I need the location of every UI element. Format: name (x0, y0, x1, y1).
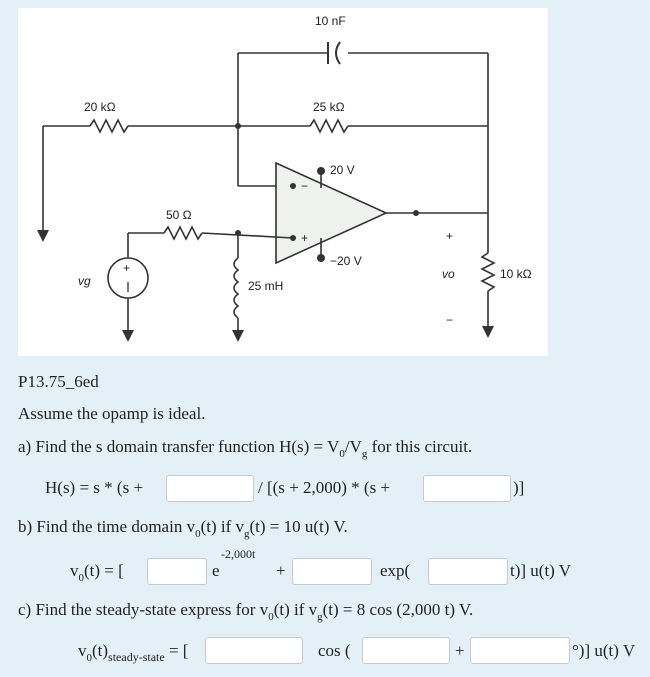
opamp-plus: + (301, 231, 308, 245)
part-c-question: c) Find the steady-state express for v0(… (18, 600, 474, 623)
source-plus: + (123, 261, 130, 275)
part-a-eq-right: )] (513, 478, 525, 497)
output-label: vo (442, 267, 455, 281)
opamp-triangle (275, 161, 388, 265)
vo-plus: + (446, 229, 453, 243)
capacitor-label: 10 nF (315, 14, 346, 28)
part-b-plus: + (276, 561, 286, 580)
part-b-answer-2[interactable] (292, 558, 372, 585)
part-b-answer-1[interactable] (147, 558, 207, 585)
part-c-eq-left: v0(t)steady-state = [ (78, 641, 189, 664)
part-b-exp: exp( (380, 561, 411, 580)
part-b-eq-left: v0(t) = [ (70, 561, 124, 584)
ground-arrow-load (482, 326, 494, 338)
resistor-10k (480, 252, 496, 292)
source-label: vg (78, 274, 91, 288)
part-a-eq-left: H(s) = s * (s + (45, 478, 144, 497)
circuit-diagram: 10 nF 20 kΩ 25 kΩ − + 20 V −20 V (18, 8, 548, 356)
part-a-eq-mid: / [(s + 2,000) * (s + (258, 478, 391, 497)
part-b-question: b) Find the time domain v0(t) if vg(t) =… (18, 517, 348, 540)
part-b-e: e (212, 561, 220, 580)
part-c-answer-1[interactable] (205, 637, 303, 664)
r-feedback-label: 25 kΩ (313, 100, 345, 114)
part-c-plus: + (455, 641, 465, 660)
part-c-tail: °)] u(t) V (572, 641, 636, 660)
assumption-text: Assume the opamp is ideal. (18, 404, 206, 423)
part-c-cos: cos ( (318, 641, 351, 660)
supply-neg-label: −20 V (330, 254, 362, 268)
opamp-minus: − (301, 179, 308, 193)
r-left-label: 20 kΩ (84, 100, 116, 114)
ground-arrow-inductor (232, 330, 244, 342)
resistor-25k (309, 118, 349, 134)
vo-minus: − (446, 313, 453, 327)
part-a-question: a) Find the s domain transfer function H… (18, 437, 473, 460)
part-b-exponent: -2,000t (221, 547, 256, 561)
capacitor-plate-right (335, 41, 341, 65)
r-input-label: 50 Ω (166, 208, 192, 222)
inductor-coil (233, 257, 240, 319)
part-c-answer-2[interactable] (362, 637, 450, 664)
ground-arrow-left (37, 230, 49, 242)
part-b-tail: t)] u(t) V (510, 561, 572, 580)
resistor-50 (163, 225, 203, 241)
supply-pos-label: 20 V (330, 163, 355, 177)
inductor-label: 25 mH (248, 279, 283, 293)
problem-id: P13.75_6ed (18, 372, 99, 391)
part-b-answer-3[interactable] (428, 558, 508, 585)
part-a-answer-2[interactable] (423, 475, 511, 502)
r-load-label: 10 kΩ (500, 267, 532, 281)
ground-arrow-source (122, 330, 134, 342)
part-c-answer-3[interactable] (470, 637, 570, 664)
part-a-answer-1[interactable] (166, 475, 254, 502)
resistor-20k (89, 118, 129, 134)
